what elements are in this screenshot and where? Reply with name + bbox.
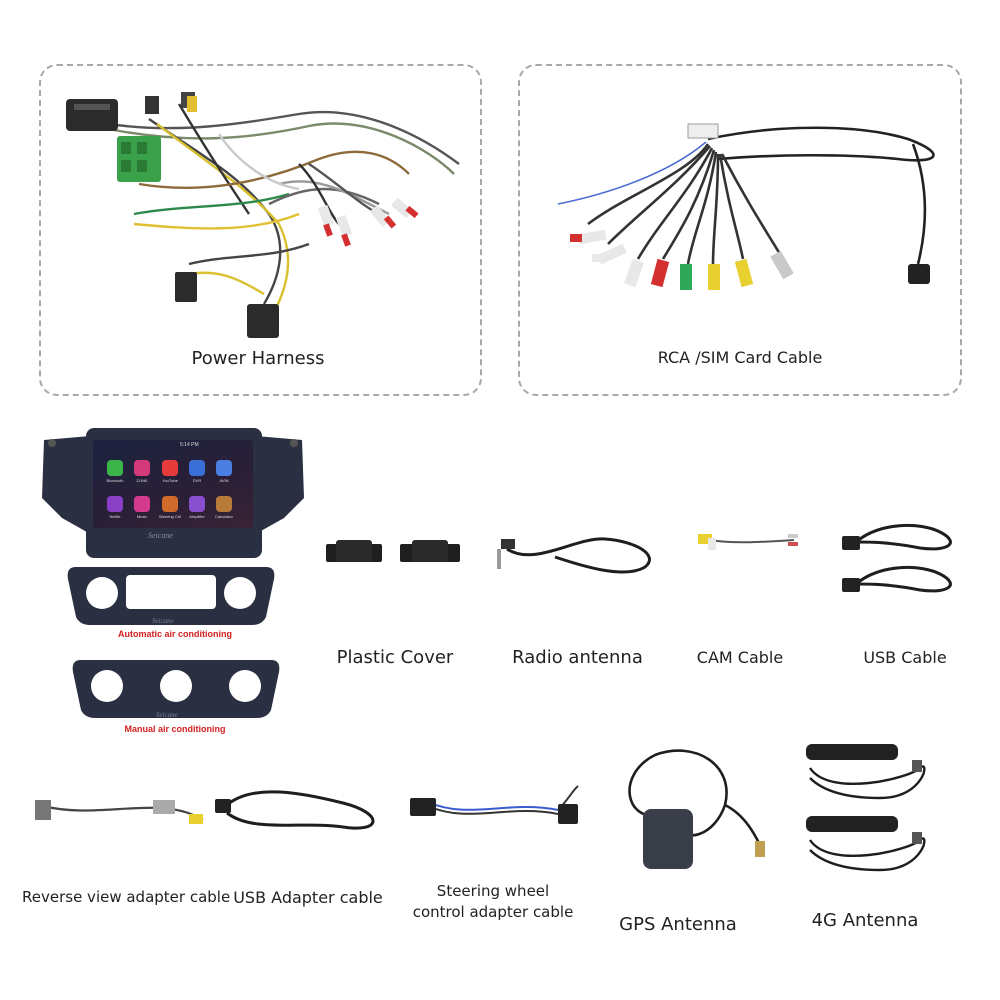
app-calculator[interactable] [216,496,232,512]
plastic-cover-label: Plastic Cover [336,647,454,668]
app-amplifier[interactable] [189,496,205,512]
app-label: AVIN [219,478,229,483]
reverse-view-adapter-image [35,800,204,824]
usb-cable-image [842,523,952,593]
app-zlink[interactable] [134,460,150,476]
app-label: Netflix [109,514,121,519]
radio-antenna-image [497,537,651,574]
app-steering[interactable] [162,496,178,512]
automatic-ac-caption: Automatic air conditioning [118,629,232,639]
app-bluetooth[interactable] [107,460,123,476]
app-label: Amplifier [189,514,205,519]
gps-antenna-image [628,749,765,869]
4g-antenna-image [806,744,926,872]
steering-wheel-label-line2: control adapter cable [412,903,574,921]
cam-cable-label: CAM Cable [696,648,784,667]
steering-wheel-adapter-image [410,785,579,824]
app-label: ZLINK [136,478,148,483]
app-label: Calculator [214,514,233,519]
power-harness-panel [39,64,482,396]
app-netflix[interactable] [107,496,123,512]
radio-antenna-label: Radio antenna [512,647,643,668]
usb-adapter-label: USB Adapter cable [233,888,383,907]
cam-cable-image [698,534,798,550]
bezel-manual-ac [72,660,280,718]
app-label: Music [136,514,148,519]
app-youtube[interactable] [162,460,178,476]
head-unit-brand: Seicane [148,531,173,540]
app-label: DVR [192,478,202,483]
rca-sim-cable-image [557,123,935,290]
bezel-auto-brand: Seicane [152,617,174,625]
app-label: YouTube [162,478,178,483]
power-harness-image [66,92,460,338]
power-harness-label: Power Harness [191,348,325,369]
4g-antenna-label: 4G Antenna [811,910,919,931]
head-unit-screen [93,440,253,528]
app-dvr[interactable] [189,460,205,476]
manual-ac-caption: Manual air conditioning [124,724,226,734]
app-music[interactable] [134,496,150,512]
app-label: Steering Ctrl [158,514,182,519]
bezel-manual-brand: Seicane [156,711,178,719]
usb-cable-label: USB Cable [863,648,947,667]
app-label: Bluetooth [106,478,124,483]
reverse-view-adapter-label: Reverse view adapter cable [22,888,231,906]
steering-wheel-label-line1: Steering wheel [436,882,550,900]
gps-antenna-label: GPS Antenna [619,914,737,935]
rca-sim-panel [518,64,962,396]
status-time: 5:14 PM [180,442,199,448]
usb-adapter-image [215,790,375,830]
plastic-cover-image [326,540,460,562]
app-avin[interactable] [216,460,232,476]
rca-sim-label: RCA /SIM Card Cable [657,348,823,367]
bezel-automatic-ac [67,567,275,625]
